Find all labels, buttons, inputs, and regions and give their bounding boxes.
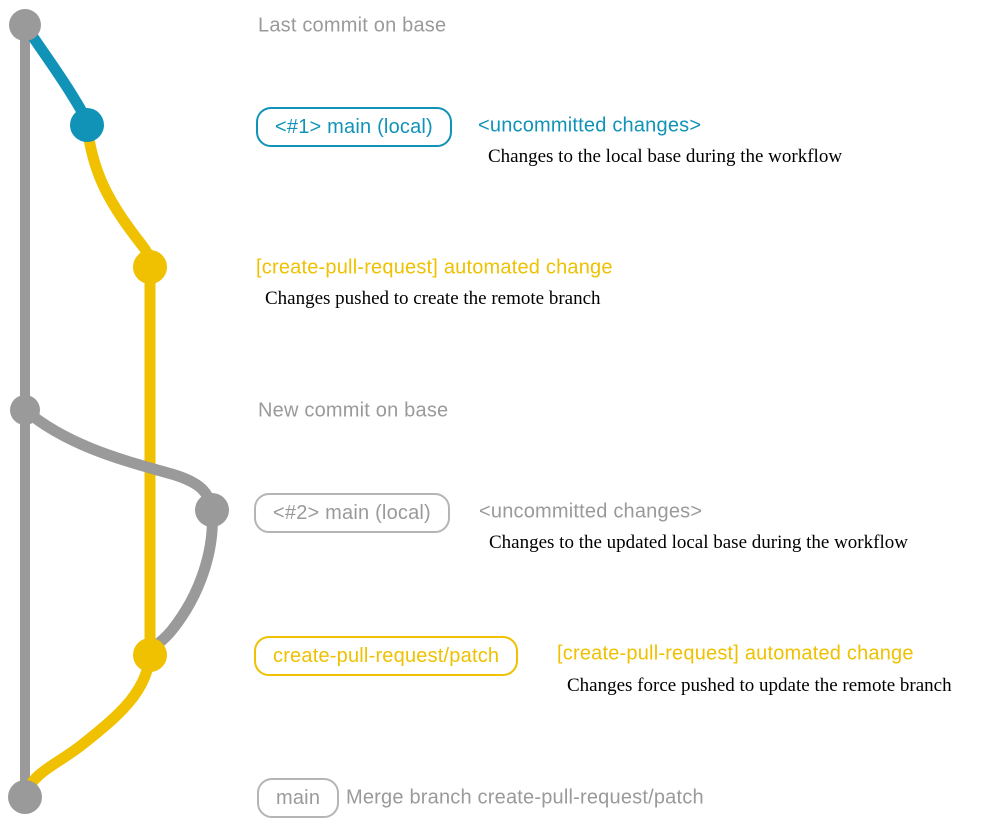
edge-new-base-out (19, 404, 218, 516)
edge-force-push-update (144, 504, 218, 661)
node-automated-change-2 (133, 638, 167, 672)
desc-automated-change-2: Changes force pushed to update the remot… (567, 675, 952, 696)
node-main-local-2 (195, 493, 229, 527)
edge-local-change-1 (19, 19, 93, 131)
git-graph (8, 9, 229, 814)
edge-merge-into-base (20, 649, 156, 800)
label-uncommitted-changes-1: <uncommitted changes> (478, 114, 702, 137)
badge-create-pull-request-patch: create-pull-request/patch (254, 636, 519, 676)
node-merge-commit (8, 780, 42, 814)
label-new-commit-on-base: New commit on base (258, 399, 449, 422)
desc-uncommitted-changes-1: Changes to the local base during the wor… (488, 146, 843, 167)
label-automated-change-2: [create-pull-request] automated change (557, 642, 914, 665)
node-last-commit-on-base (9, 9, 41, 41)
label-last-commit-on-base: Last commit on base (258, 14, 447, 37)
label-uncommitted-changes-2: <uncommitted changes> (479, 500, 703, 523)
node-new-commit-on-base (10, 395, 40, 425)
badge-main-local-1: <#1> main (local) (256, 107, 452, 147)
desc-uncommitted-changes-2: Changes to the updated local base during… (489, 532, 908, 553)
edge-push-branch (81, 119, 156, 273)
desc-automated-change-1: Changes pushed to create the remote bran… (265, 288, 601, 309)
badge-main: main (257, 778, 340, 818)
badge-main-local-2: <#2> main (local) (254, 493, 450, 533)
node-main-local-1 (70, 108, 104, 142)
label-merge-branch: Merge branch create-pull-request/patch (346, 786, 704, 809)
label-automated-change-1: [create-pull-request] automated change (256, 256, 613, 279)
node-automated-change-1 (133, 250, 167, 284)
